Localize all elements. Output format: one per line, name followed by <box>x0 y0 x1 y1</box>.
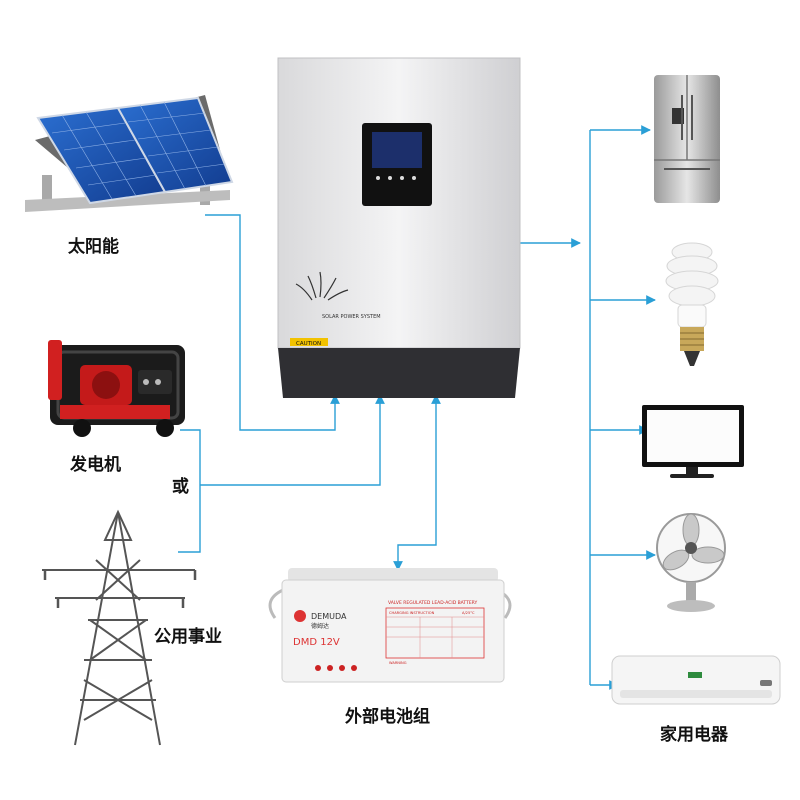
battery-model: DMD 12V <box>293 637 340 648</box>
utility-pylon-icon <box>42 509 197 746</box>
air-conditioner-icon <box>611 655 781 705</box>
generator-label: 发电机 <box>69 454 121 475</box>
fan-icon <box>656 513 726 612</box>
solar-wire <box>205 214 340 431</box>
battery-temperature: A/25°C <box>462 611 475 615</box>
bulb-icon <box>665 242 719 366</box>
battery-warning: WARNING <box>389 661 407 665</box>
battery-type: VALVE REGULATED LEAD-ACID BATTERY <box>388 600 478 606</box>
fridge-icon <box>654 75 720 203</box>
wires <box>178 125 656 690</box>
battery-brand: DEMUDA <box>311 612 347 621</box>
grid-wire <box>200 394 385 486</box>
or-label: 或 <box>172 476 189 497</box>
tv-icon <box>642 405 744 478</box>
inverter-caution: CAUTION <box>296 341 321 347</box>
utility-label: 公用事业 <box>154 627 222 647</box>
battery-brand-cn: 德姆达 <box>311 622 329 630</box>
battery-wire <box>393 394 441 571</box>
battery-bank-label: 外部电池组 <box>345 706 430 727</box>
battery-icon: DEMUDA 德姆达 DMD 12V VALVE REGULATED LEAD-… <box>268 568 512 683</box>
solar-label: 太阳能 <box>68 236 119 257</box>
solar-panel-icon <box>25 95 234 212</box>
generator-icon <box>48 340 185 437</box>
battery-charging-instruction: CHARGING INSTRUCTION <box>389 611 435 615</box>
inverter-panel-title: SOLAR POWER SYSTEM <box>322 314 381 320</box>
appliances-label: 家用电器 <box>660 724 729 745</box>
inverter-icon: SOLAR POWER SYSTEM CAUTION <box>277 57 521 398</box>
generator-wire <box>178 429 201 553</box>
